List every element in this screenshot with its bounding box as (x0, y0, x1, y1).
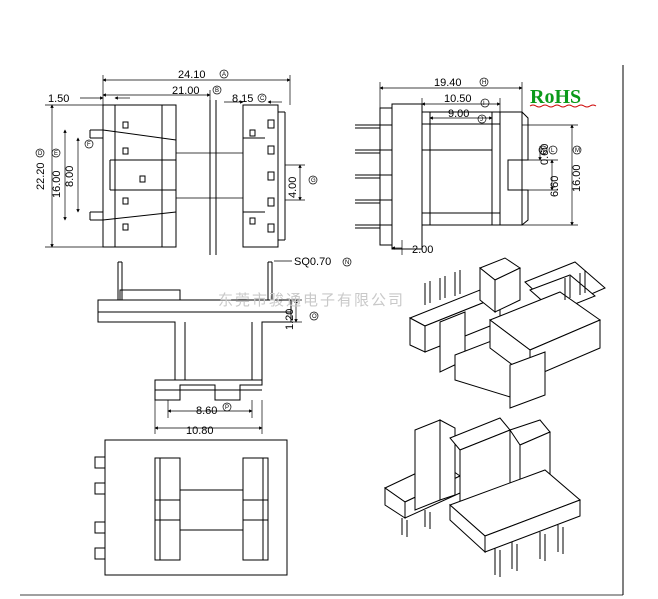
dim-8-60: 8.60 (196, 405, 217, 417)
marker-m: M (575, 148, 580, 154)
left-body-outline (102, 104, 177, 248)
marker-h-circle (479, 77, 489, 87)
marker-n: N (345, 260, 349, 266)
dim-19-40: 19.40 (434, 77, 462, 89)
marker-e: E (54, 151, 58, 157)
bottom-left-bottom-view (94, 439, 288, 576)
dim-0-60: 0.60 (539, 144, 551, 165)
marker-n-circle (342, 257, 352, 267)
marker-k-circle (538, 145, 548, 155)
top-left-view (45, 75, 305, 255)
marker-m-circle (572, 145, 582, 155)
isometric-view-upper (408, 257, 606, 409)
top-right-side-view (355, 82, 578, 255)
marker-o: O (312, 314, 317, 320)
marker-a-circle (219, 69, 229, 79)
dim-4-00: 4.00 (287, 177, 299, 198)
middle-left-front-view (97, 260, 302, 434)
marker-a: A (222, 72, 226, 78)
isometric-view-lower (384, 417, 581, 577)
marker-l: L (551, 148, 555, 154)
dim-22-20: 22.20 (35, 162, 47, 190)
marker-j-circle (477, 114, 487, 124)
rohs-underline (529, 104, 597, 108)
marker-g-circle (308, 175, 318, 185)
dim-16-00-right: 16.00 (571, 164, 583, 192)
marker-b: B (215, 88, 219, 94)
dim-10-50: 10.50 (444, 93, 472, 105)
right-body-outline (242, 104, 279, 248)
marker-h: H (482, 80, 486, 86)
dim-2-00: 2.00 (412, 244, 433, 256)
dim-9-00: 9.00 (448, 108, 469, 120)
marker-d: D (38, 151, 43, 157)
dim-24-10: 24.10 (178, 69, 206, 81)
marker-c: C (260, 96, 265, 102)
marker-e-circle (51, 148, 61, 158)
dim-1-20: 1.20 (284, 309, 296, 330)
marker-i: I (483, 101, 485, 107)
dim-8-00: 8.00 (64, 166, 76, 187)
marker-i-circle (480, 98, 490, 108)
dim-sq-0-70: SQ0.70 (294, 256, 331, 268)
marker-l-circle (548, 145, 558, 155)
dim-1-50: 1.50 (48, 93, 69, 105)
marker-f: F (87, 142, 91, 148)
marker-d-circle (35, 148, 45, 158)
marker-b-circle (212, 85, 222, 95)
marker-g: G (311, 178, 316, 184)
dim-21-00: 21.00 (172, 85, 200, 97)
marker-p: P (225, 405, 229, 411)
marker-k: K (541, 148, 545, 154)
marker-c-circle (257, 93, 267, 103)
marker-f-circle (84, 139, 94, 149)
marker-o-circle (309, 311, 319, 321)
dim-10-80: 10.80 (186, 425, 214, 437)
marker-j: J (480, 117, 483, 123)
dim-8-15: 8.15 (232, 93, 253, 105)
dim-6-60: 6.60 (549, 176, 561, 197)
marker-p-circle (222, 402, 232, 412)
rohs-badge: RoHS (530, 86, 581, 108)
watermark-text: 东莞市骏通电子有限公司 (218, 291, 405, 309)
dim-16-00-left: 16.00 (51, 170, 63, 198)
